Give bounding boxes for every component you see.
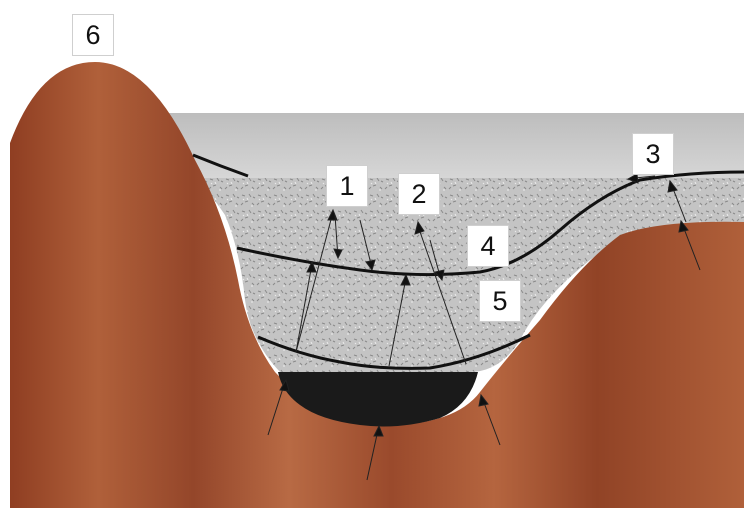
label-2: 2 xyxy=(398,173,440,215)
label-3: 3 xyxy=(632,133,674,175)
label-4: 4 xyxy=(467,225,509,267)
label-1: 1 xyxy=(326,165,368,207)
label-6: 6 xyxy=(72,14,114,56)
label-5: 5 xyxy=(479,280,521,322)
